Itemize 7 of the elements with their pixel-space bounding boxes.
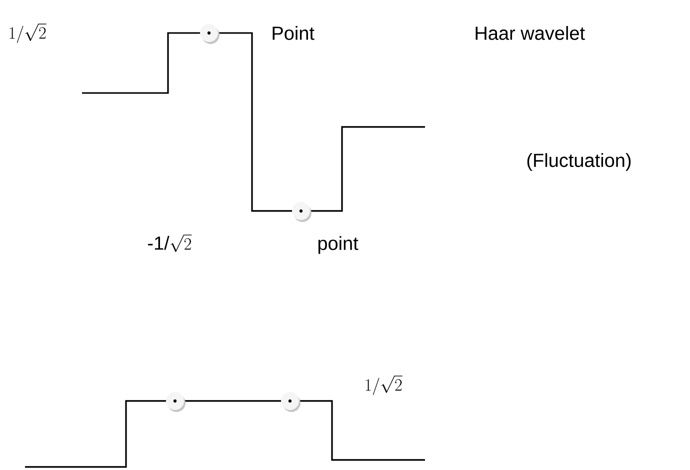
value-label: $1/\sqrt{2}$ bbox=[10, 24, 46, 43]
value-label: $1/\sqrt{2}$ bbox=[366, 376, 402, 395]
text-label: point bbox=[318, 236, 358, 254]
value-label: $\text{-1/}\sqrt{2}$ bbox=[148, 234, 192, 252]
text-label: Point bbox=[272, 26, 314, 40]
text-label: (Fluctuation) bbox=[527, 153, 631, 171]
text-label: Haar wavelet bbox=[476, 26, 585, 40]
